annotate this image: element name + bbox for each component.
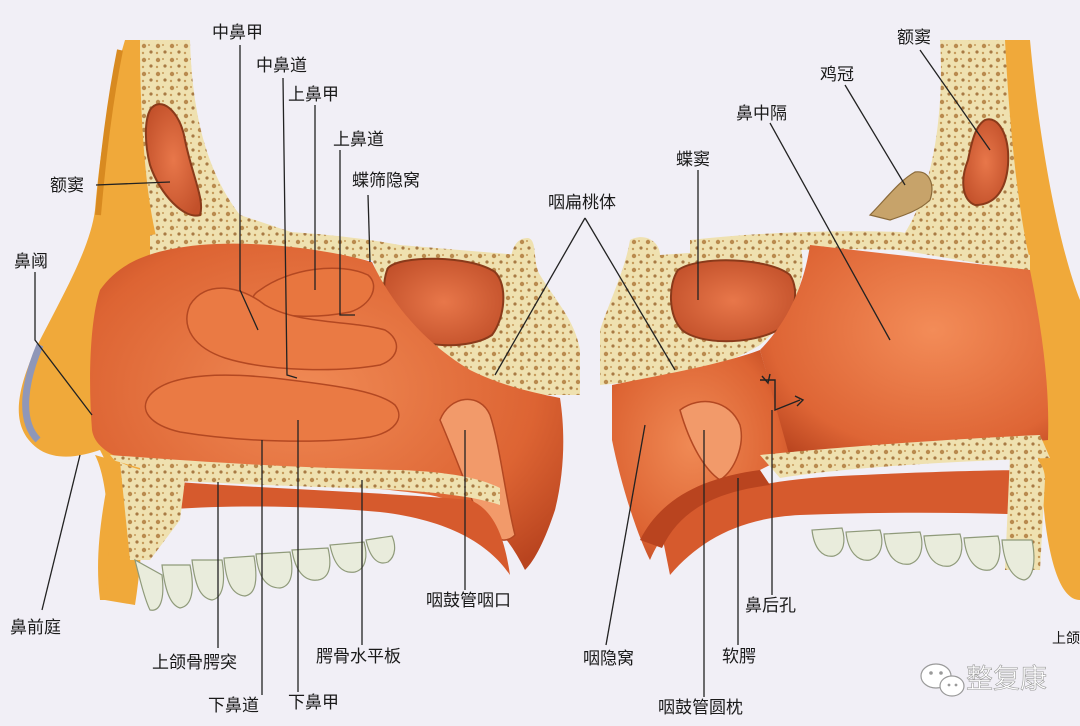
label-superior-turbinate: 上鼻甲 <box>288 85 339 105</box>
label-middle-turbinate: 中鼻甲 <box>212 23 263 43</box>
right-hard-palate <box>760 435 1050 478</box>
nasal-septum-wall <box>760 245 1049 458</box>
crista-galli <box>868 171 933 221</box>
torus-tubarius <box>679 400 742 481</box>
watermark: 整复康 <box>920 663 1047 697</box>
label-eustachian-opening: 咽鼓管咽口 <box>426 591 511 611</box>
left-frontal-sinus <box>144 103 203 217</box>
label-frontal-sinus-left: 额窦 <box>50 176 84 196</box>
label-inferior-meatus: 下鼻道 <box>208 696 259 716</box>
label-sphenoid-sinus: 蝶窦 <box>676 150 710 170</box>
right-teeth <box>811 527 1035 581</box>
label-pharyngeal-tonsil: 咽扁桃体 <box>548 193 616 213</box>
label-frontal-sinus-right: 额窦 <box>897 28 931 48</box>
wechat-icon <box>920 663 965 697</box>
left-hard-palate <box>110 455 500 505</box>
label-choana: 鼻后孔 <box>745 596 796 616</box>
right-frontal-bone <box>900 40 1030 260</box>
label-palatine-horizontal-plate: 腭骨水平板 <box>316 647 401 667</box>
left-teeth <box>134 535 396 611</box>
label-middle-meatus: 中鼻道 <box>256 56 307 76</box>
left-inferior-turbinate <box>144 374 400 442</box>
label-nasal-limen: 鼻阈 <box>14 252 48 272</box>
label-sphenoethmoidal-recess: 蝶筛隐窝 <box>352 171 420 191</box>
label-torus-tubarius: 咽鼓管圆枕 <box>658 698 743 718</box>
right-frontal-sinus <box>962 118 1010 207</box>
label-pharyngeal-recess: 咽隐窝 <box>583 649 634 669</box>
label-palatine-process: 上颌骨腭突 <box>152 653 237 673</box>
labels: 中鼻甲 中鼻道 上鼻甲 上鼻道 蝶筛隐窝 额窦 鼻阈 鼻前庭 上颌骨腭突 下鼻道… <box>10 23 1080 718</box>
label-cut-edge: 上颌 <box>1052 631 1080 647</box>
watermark-brand: 整复康 <box>966 664 1047 695</box>
label-superior-meatus: 上鼻道 <box>333 130 384 150</box>
right-panel <box>600 40 1080 600</box>
label-nasal-vestibule: 鼻前庭 <box>10 618 61 638</box>
left-panel <box>18 40 580 611</box>
label-soft-palate: 软腭 <box>722 647 756 667</box>
right-sphenoid-sinus <box>669 259 797 343</box>
label-inferior-turbinate: 下鼻甲 <box>288 693 339 713</box>
label-crista-galli: 鸡冠 <box>820 65 854 85</box>
leader-lines <box>34 45 991 697</box>
label-nasal-septum: 鼻中隔 <box>736 104 787 124</box>
left-middle-turbinate <box>186 287 398 371</box>
